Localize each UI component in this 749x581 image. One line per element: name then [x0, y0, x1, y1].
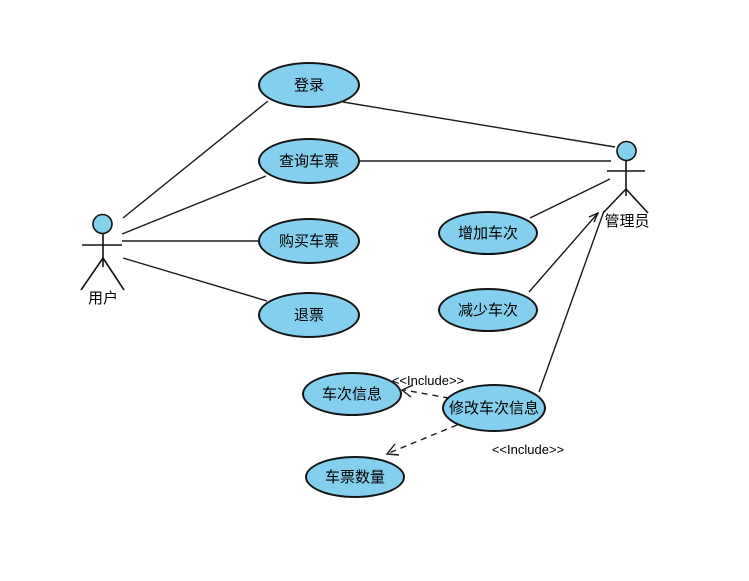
actor-user-head: [92, 213, 113, 235]
association-add-train-admin: [529, 178, 611, 219]
include-label-ticket-quantity: <<Include>>: [491, 442, 565, 457]
actor-admin-leg-left: [602, 188, 627, 214]
usecase-node-modify-train-info[interactable]: 修改车次信息: [442, 384, 546, 432]
arrowhead-reduce-train-admin: [588, 211, 600, 223]
actor-user-leg-right: [102, 257, 125, 291]
association-user-login: [122, 100, 269, 219]
association-login-admin: [342, 101, 616, 148]
include-modify-to-train-info-arrowhead: [400, 384, 414, 398]
usecase-node-refund-ticket[interactable]: 退票: [258, 292, 360, 338]
usecase-node-query-ticket[interactable]: 查询车票: [258, 138, 360, 184]
actor-user-label: 用户: [87, 290, 118, 307]
include-modify-to-ticket-quantity-arrowhead: [385, 443, 400, 456]
include-modify-to-train-info-line: [403, 389, 461, 401]
usecase-node-buy-ticket[interactable]: 购买车票: [258, 218, 360, 264]
association-modify-train-info-admin: [538, 210, 605, 393]
actor-admin-leg-right: [625, 188, 649, 214]
association-user-query-ticket: [121, 175, 267, 235]
usecase-node-ticket-quantity[interactable]: 车票数量: [305, 456, 405, 498]
actor-admin-figure[interactable]: [602, 140, 649, 214]
actor-user-figure[interactable]: [80, 213, 125, 291]
actor-admin-head: [616, 140, 637, 162]
actor-user-leg-left: [80, 257, 104, 291]
usecase-node-train-info[interactable]: 车次信息: [302, 372, 402, 416]
include-modify-to-ticket-quantity-line: [388, 424, 458, 454]
usecase-node-add-train[interactable]: 增加车次: [438, 211, 538, 255]
actor-admin-label: 管理员: [604, 213, 650, 230]
include-label-train-info: <<Include>>: [391, 373, 465, 388]
association-reduce-train-admin: [528, 212, 599, 293]
usecase-node-login[interactable]: 登录: [258, 62, 360, 108]
association-user-refund-ticket: [122, 257, 268, 302]
usecase-node-reduce-train[interactable]: 减少车次: [438, 288, 538, 332]
